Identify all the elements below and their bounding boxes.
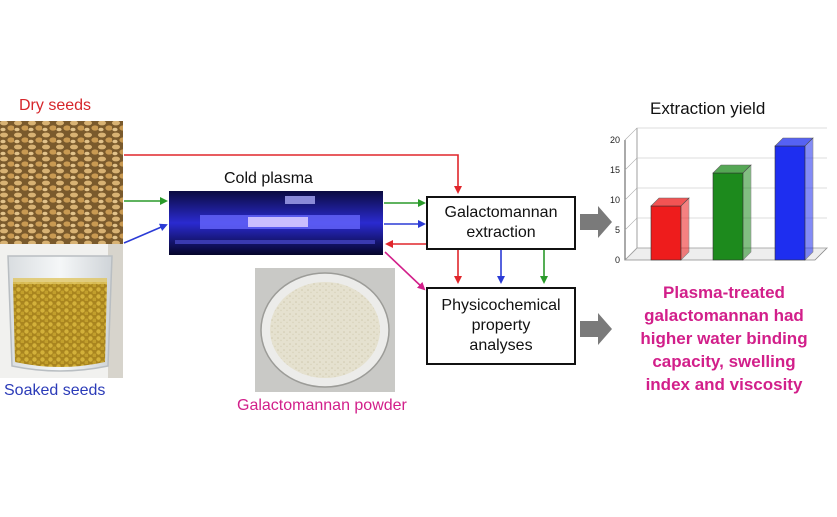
chart-bar [650, 205, 682, 261]
cold-plasma-label: Cold plasma [224, 170, 313, 187]
extraction-yield-chart: 0 5 10 15 20 [610, 127, 828, 265]
chart-bar-side [742, 164, 752, 261]
chart-grid-diag [624, 157, 638, 171]
chart-bar [712, 172, 744, 261]
chart-bar [774, 145, 806, 261]
extraction-box-line-1: Galactomannan [444, 204, 558, 221]
galactomannan-extraction-box: Galactomannan extraction [426, 196, 576, 250]
soaked-seeds-label: Soaked seeds [4, 382, 106, 399]
analyses-box-line-1: Physicochemical [441, 297, 561, 314]
conclusion-line-5: index and viscosity [645, 375, 803, 394]
cold-plasma-photo [169, 191, 383, 255]
conclusion-line-3: higher water binding [640, 329, 808, 348]
conclusion-text: Plasma-treated galactomannan had higher … [616, 281, 832, 396]
conclusion-line-4: capacity, swelling [652, 352, 796, 371]
chart-grid-diag [624, 187, 638, 201]
chart-title: Extraction yield [650, 99, 766, 118]
chart-y-tick-label: 5 [615, 225, 620, 235]
physicochemical-analyses-box: Physicochemical property analyses [426, 287, 576, 365]
soaked-seeds-photo [0, 244, 123, 378]
dry-seeds-label: Dry seeds [19, 97, 92, 114]
chart-y-tick-label: 20 [610, 135, 620, 145]
chart-y-tick-label: 10 [610, 195, 620, 205]
galactomannan-powder-label: Galactomannan powder [237, 397, 407, 414]
extraction-box-line-2: extraction [466, 224, 536, 241]
connector-arrows [123, 154, 612, 345]
galactomannan-powder-photo [255, 268, 395, 392]
chart-grid-diag [624, 127, 638, 141]
chart-grid-diag [624, 217, 638, 231]
chart-y-tick-label: 15 [610, 165, 620, 175]
analyses-box-line-3: analyses [469, 337, 533, 354]
conclusion-line-1: Plasma-treated [663, 283, 785, 302]
chart-bar-side [804, 137, 814, 261]
chart-y-tick-label: 0 [615, 255, 620, 265]
analyses-box-line-2: property [471, 317, 531, 334]
conclusion-line-2: galactomannan had [644, 306, 804, 325]
chart-bar-side [680, 197, 690, 261]
dry-seeds-photo [0, 121, 123, 244]
chart-grid-diag [624, 247, 638, 261]
